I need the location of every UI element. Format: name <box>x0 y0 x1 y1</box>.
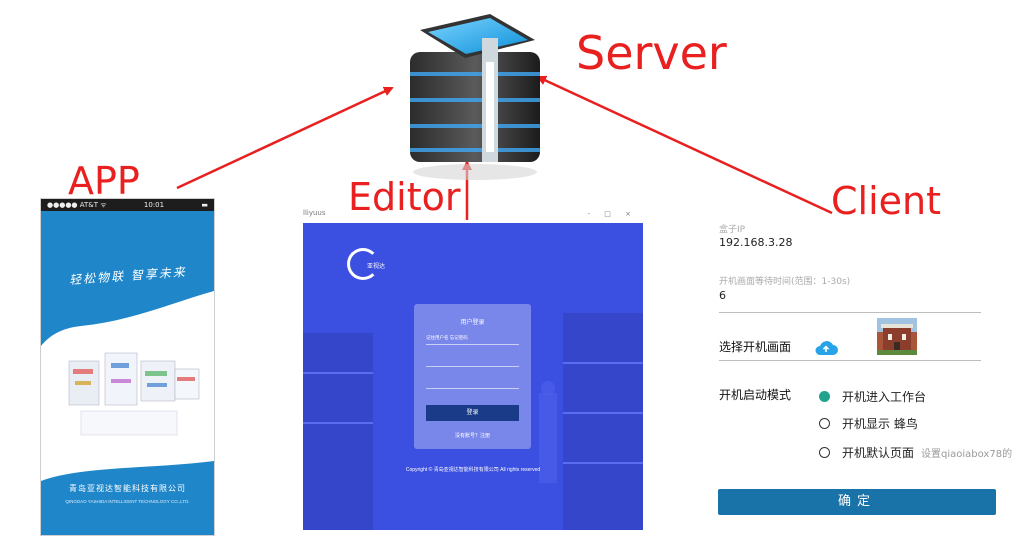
server-stack-icon <box>410 14 540 180</box>
client-label: Client <box>831 179 942 223</box>
editor-label: Editor <box>348 175 461 219</box>
radio-show-hummingbird[interactable] <box>819 418 830 429</box>
account-field[interactable] <box>426 366 519 367</box>
arrow-client-to-server <box>536 75 833 215</box>
phone-splash-background <box>41 211 214 535</box>
radio-default-page-label[interactable]: 开机默认页面 <box>842 446 915 460</box>
username-field[interactable] <box>426 344 519 345</box>
password-field[interactable] <box>426 388 519 389</box>
boot-screen-underline <box>719 360 981 361</box>
boot-mode-label: 开机启动模式 <box>719 388 792 402</box>
editor-window-controls[interactable]: - □ × <box>587 210 637 218</box>
phone-carrier: ●●●●● AT&T ᯤ <box>47 200 107 209</box>
editor-titlebar: lliyuus - □ × <box>303 209 643 223</box>
editor-logo-text: 亚视达 <box>367 264 386 270</box>
wait-time-underline <box>719 312 981 313</box>
radio-workbench[interactable] <box>819 391 830 402</box>
register-link[interactable]: 没有账号？注册 <box>454 433 490 439</box>
default-page-hint: 设置qiaoiabox78的 <box>921 449 1013 460</box>
app-label: APP <box>68 159 140 203</box>
box-ip-field[interactable]: 192.168.3.28 <box>719 236 793 249</box>
phone-brand-subtitle: QINGDAO YASHIDA INTELLIGENT TECHNOLOGY C… <box>65 499 190 504</box>
editor-login-screenshot: 亚视达 用户登录 记住用户名 忘记密码 登录 没有账号？注册 Copyright… <box>303 223 643 530</box>
editor-window-title: lliyuus <box>303 209 326 217</box>
phone-status-bar: ●●●●● AT&T ᯤ 10:01 ▬ <box>41 199 214 211</box>
client-settings-form: 盒子IP 192.168.3.28 开机画面等待时间(范围：1-30s) 6 选… <box>716 222 1019 542</box>
editor-logo-icon <box>347 248 379 280</box>
phone-brand-title: 青岛亚视达智能科技有限公司 <box>69 484 186 493</box>
editor-copyright: Copyright © 青岛亚视达智能科技有限公司 All rights res… <box>405 467 541 473</box>
cloud-upload-icon[interactable] <box>814 340 838 356</box>
app-phone-screenshot: ●●●●● AT&T ᯤ 10:01 ▬ 轻 <box>40 198 215 536</box>
login-title: 用户登录 <box>460 320 485 326</box>
radio-show-hummingbird-label[interactable]: 开机显示 蜂鸟 <box>842 417 918 431</box>
wait-time-label: 开机画面等待时间(范围：1-30s) <box>719 277 851 287</box>
phone-time: 10:01 <box>143 201 165 209</box>
arrow-app-to-server <box>176 86 394 190</box>
login-panel: 用户登录 记住用户名 忘记密码 登录 没有账号？注册 <box>414 304 531 449</box>
server-label: Server <box>576 26 727 80</box>
choose-boot-screen-label: 选择开机画面 <box>719 340 792 354</box>
phone-battery: ▬ <box>201 201 208 209</box>
login-button[interactable]: 登录 <box>426 405 519 421</box>
boot-screen-thumbnail[interactable] <box>877 318 917 355</box>
radio-default-page[interactable] <box>819 447 830 458</box>
login-remember[interactable]: 记住用户名 忘记密码 <box>426 335 468 340</box>
wait-time-field[interactable]: 6 <box>719 289 726 302</box>
radio-workbench-label[interactable]: 开机进入工作台 <box>842 390 927 404</box>
phone-splash: 轻松物联 智享未来 青岛亚视达智能科技有限公司 QINGDAO YASHIDA … <box>41 211 214 535</box>
warehouse-illustration <box>68 352 200 436</box>
confirm-button[interactable]: 确定 <box>718 489 996 515</box>
box-ip-label: 盒子IP <box>719 225 746 235</box>
